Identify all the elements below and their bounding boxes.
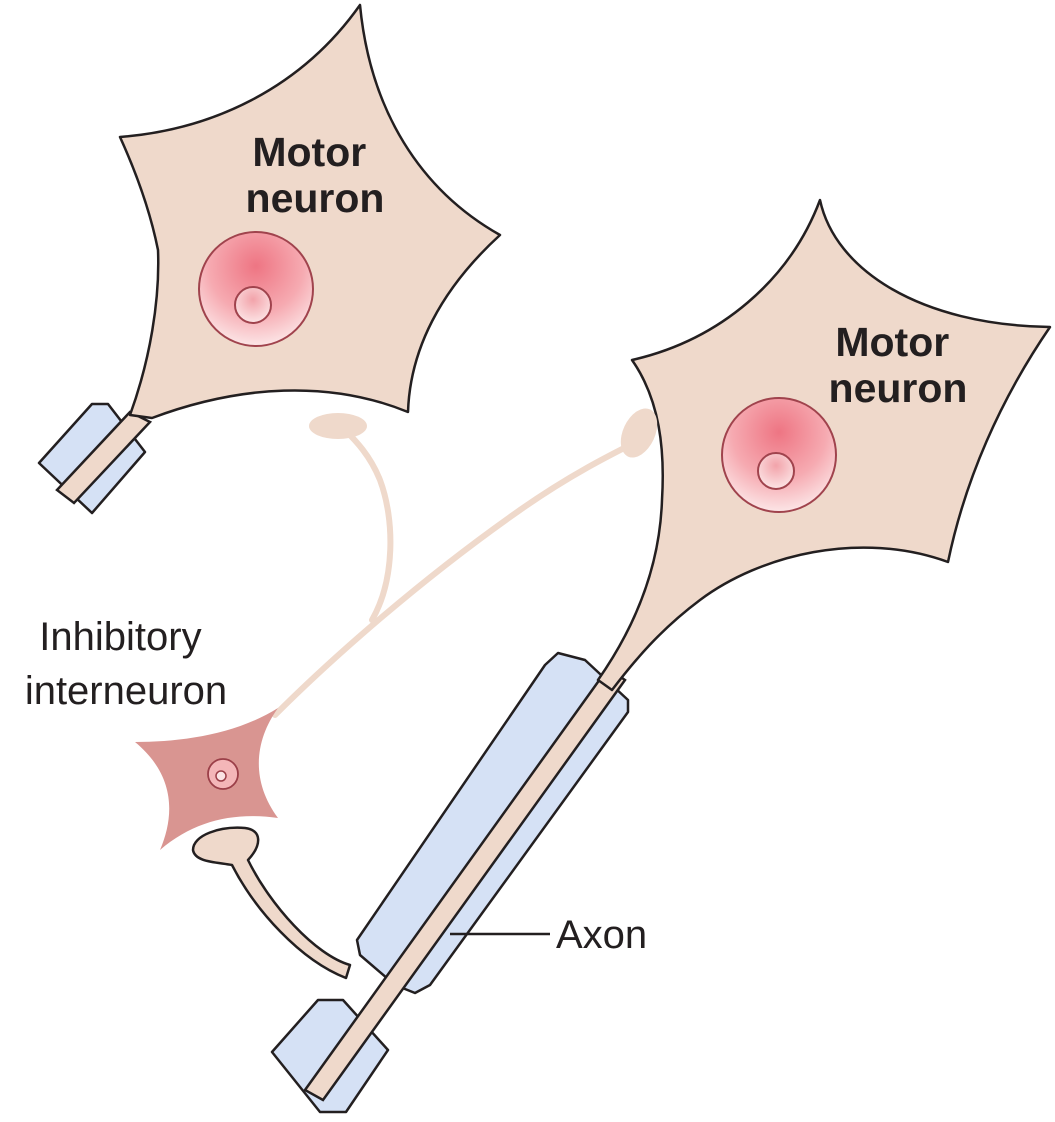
axon-label: Axon xyxy=(556,913,647,957)
motor-neuron-1-label: Motor neuron xyxy=(246,129,385,221)
motor-neuron-1-nucleus xyxy=(198,231,314,347)
motor-neuron-1-nucleolus xyxy=(234,286,272,324)
motor-neuron-1-label-line1: Motor xyxy=(252,129,366,175)
synaptic-terminal-1 xyxy=(309,413,367,439)
motor-neuron-2-label-line2: neuron xyxy=(829,365,968,411)
inhibitory-interneuron-label: Inhibitory interneuron xyxy=(25,615,227,713)
motor-neuron-2-nucleolus xyxy=(757,452,795,490)
axon-core xyxy=(303,666,627,1102)
motor-neuron-1-axon xyxy=(37,402,153,515)
axon-collateral xyxy=(191,826,352,980)
interneuron-body xyxy=(135,708,278,850)
motor-neuron-2-label-line1: Motor xyxy=(835,319,949,365)
interneuron-process-to-neuron-2 xyxy=(272,437,643,718)
synaptic-terminal-2 xyxy=(620,408,658,458)
motor-neuron-2-nucleus xyxy=(721,397,837,513)
interneuron-processes xyxy=(272,408,658,718)
axon-1-core xyxy=(55,410,153,505)
interneuron-nucleus xyxy=(207,758,239,790)
motor-neuron-2-label: Motor neuron xyxy=(829,319,968,411)
inhibitory-interneuron-label-line1: Inhibitory xyxy=(39,615,201,659)
motor-neuron-1-label-line2: neuron xyxy=(246,175,385,221)
motor-neuron-2-axon xyxy=(191,651,630,1114)
inhibitory-interneuron-label-line2: interneuron xyxy=(25,669,227,713)
interneuron-process-to-neuron-1 xyxy=(342,427,394,623)
